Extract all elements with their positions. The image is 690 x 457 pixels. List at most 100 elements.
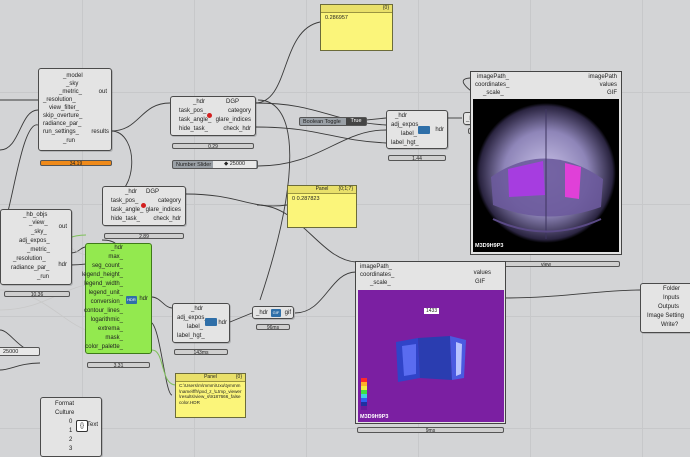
- viewer-top-input-2[interactable]: _scale_: [483, 90, 504, 96]
- viewer-top-input-0[interactable]: imagePath_: [477, 74, 510, 80]
- number-slider-value[interactable]: ◆ 25000: [213, 161, 256, 168]
- model-input-5[interactable]: skip_overture_: [43, 113, 83, 119]
- format-node[interactable]: Format Culture 0 1 2 3 {} Text: [40, 397, 102, 457]
- image-viewer-mid[interactable]: imagePath_ coordinates_ _scale_ values G…: [355, 261, 506, 424]
- glare-mid-output-1[interactable]: category: [157, 198, 181, 204]
- falsecolor-input-5[interactable]: legend_unit_: [88, 290, 123, 296]
- falsecolor-output[interactable]: hdr: [139, 296, 148, 302]
- viewer-top-output-1[interactable]: values: [599, 82, 617, 88]
- model-output-out[interactable]: out: [98, 89, 107, 95]
- falsecolor-input-4[interactable]: legend_width_: [84, 281, 123, 287]
- format-input-3[interactable]: 1: [69, 428, 73, 434]
- boolean-toggle-value[interactable]: True: [346, 118, 366, 125]
- hb-input-0[interactable]: _hb_objs: [23, 212, 48, 218]
- panel-top-value[interactable]: {0} 0.286957: [320, 4, 393, 51]
- viewer-top-input-1[interactable]: coordinates_: [475, 82, 510, 88]
- right-input-3[interactable]: Image Setting: [647, 313, 685, 319]
- hb-output-out[interactable]: out: [58, 224, 67, 230]
- glare-top-input-0[interactable]: _hdr: [193, 99, 206, 105]
- right-input-2[interactable]: Outputs: [658, 304, 680, 310]
- model-input-3[interactable]: _resolution_: [43, 97, 76, 103]
- falsecolor-input-10[interactable]: mask_: [105, 335, 123, 341]
- viewer-mid-input-1[interactable]: coordinates_: [360, 272, 395, 278]
- hb-input-7[interactable]: _run: [37, 274, 50, 280]
- format-input-1[interactable]: Culture: [55, 410, 75, 416]
- adj-mid-output[interactable]: hdr: [218, 320, 227, 326]
- number-slider[interactable]: Number Slider ◆ 25000: [172, 160, 258, 169]
- model-input-6[interactable]: radiance_par_: [43, 121, 82, 127]
- glare-node-top[interactable]: _hdr task_pos_ task_angle_ hide_task_ DG…: [170, 96, 256, 136]
- left-slider[interactable]: 25000: [0, 347, 40, 356]
- glare-mid-input-3[interactable]: hide_task_: [111, 216, 141, 222]
- falsecolor-input-0[interactable]: _hdr: [110, 245, 123, 251]
- glare-top-output-2[interactable]: glare_indices: [215, 117, 251, 123]
- falsecolor-input-1[interactable]: max_: [108, 254, 123, 260]
- adj-top-output[interactable]: hdr: [435, 127, 444, 133]
- glare-top-input-3[interactable]: hide_task_: [179, 126, 209, 132]
- gif-mid-input[interactable]: _hdr: [256, 310, 269, 316]
- hb-input-5[interactable]: _resolution_: [13, 256, 46, 262]
- hb-output-hdr[interactable]: hdr: [58, 262, 67, 268]
- left-slider-value[interactable]: 25000: [3, 349, 19, 355]
- model-node[interactable]: _model _sky _metric_ _resolution_ view_f…: [38, 68, 112, 151]
- model-input-7[interactable]: run_settings_: [43, 129, 80, 135]
- adj-top-input-3[interactable]: label_hgt_: [391, 140, 419, 146]
- right-input-4[interactable]: Write?: [661, 322, 679, 328]
- adj-mid-input-1[interactable]: adj_expos_: [177, 315, 208, 321]
- glare-mid-output-3[interactable]: check_hdr: [153, 216, 181, 222]
- right-input-0[interactable]: Folder: [663, 286, 681, 292]
- boolean-toggle[interactable]: Boolean Toggle True: [299, 117, 367, 126]
- model-input-8[interactable]: _run: [63, 138, 76, 144]
- hb-input-4[interactable]: _metric_: [27, 247, 51, 253]
- viewer-mid-output-0[interactable]: values: [473, 270, 491, 276]
- falsecolor-input-6[interactable]: conversion_: [90, 299, 123, 305]
- hb-input-2[interactable]: _sky_: [31, 229, 47, 235]
- viewer-mid-input-2[interactable]: _scale_: [370, 280, 391, 286]
- viewer-top-output-0[interactable]: imagePath: [588, 74, 617, 80]
- hb-node[interactable]: _hb_objs _view_ _sky_ adj_expos_ _metric…: [0, 209, 72, 285]
- glare-mid-output-0[interactable]: DGP: [145, 189, 159, 195]
- viewer-top-output-2[interactable]: GIF: [607, 90, 617, 96]
- falsecolor-input-2[interactable]: seg_count_: [91, 263, 123, 269]
- glare-mid-output-2[interactable]: glare_indices: [145, 207, 181, 213]
- adj-mid-input-0[interactable]: _hdr: [191, 306, 204, 312]
- hb-input-1[interactable]: _view_: [29, 220, 48, 226]
- panel-path[interactable]: Panel {0} C:\Users\m\mmm\Uxu\tymmm\name\…: [175, 373, 246, 418]
- falsecolor-input-3[interactable]: legend_height_: [81, 272, 123, 278]
- adj-mid-input-2[interactable]: label_: [187, 324, 204, 330]
- gif-mid-output[interactable]: gif: [284, 310, 291, 316]
- right-node[interactable]: Folder Inputs Outputs Image Setting Writ…: [640, 283, 690, 333]
- adj-top-input-1[interactable]: adj_expos_: [391, 122, 422, 128]
- format-output[interactable]: Text: [86, 422, 98, 428]
- panel-mid-value[interactable]: Panel {0;1;7} 0 0.287823: [287, 185, 357, 228]
- model-input-2[interactable]: _metric_: [59, 89, 83, 95]
- glare-top-input-1[interactable]: task_pos_: [179, 108, 207, 114]
- image-viewer-top[interactable]: imagePath_ coordinates_ _scale_ imagePat…: [470, 71, 622, 255]
- glare-mid-input-1[interactable]: task_pos_: [111, 198, 139, 204]
- glare-top-output-0[interactable]: DGP: [225, 99, 239, 105]
- model-input-0[interactable]: _model: [63, 73, 83, 79]
- adj-mid-input-3[interactable]: label_hgt_: [177, 333, 205, 339]
- glare-top-input-2[interactable]: task_angle_: [179, 117, 212, 123]
- format-input-2[interactable]: 0: [69, 419, 73, 425]
- glare-top-output-1[interactable]: category: [227, 108, 251, 114]
- model-output-results[interactable]: results: [91, 129, 109, 135]
- falsecolor-input-11[interactable]: color_palette_: [85, 344, 123, 350]
- format-input-0[interactable]: Format: [55, 401, 75, 407]
- falsecolor-input-8[interactable]: logarithmic_: [90, 317, 123, 323]
- falsecolor-input-9[interactable]: extrema_: [97, 326, 123, 332]
- gif-node-mid[interactable]: _hdr GIF gif: [252, 306, 294, 319]
- adj-node-top[interactable]: _hdr adj_expos_ label_ label_hgt_ hdr: [386, 110, 448, 149]
- viewer-mid-output-1[interactable]: GIF: [475, 279, 485, 285]
- hb-input-3[interactable]: adj_expos_: [19, 238, 50, 244]
- glare-top-output-3[interactable]: check_hdr: [223, 126, 251, 132]
- format-input-4[interactable]: 2: [69, 437, 73, 443]
- viewer-mid-input-0[interactable]: imagePath_: [360, 264, 393, 270]
- glare-mid-input-0[interactable]: _hdr: [125, 189, 138, 195]
- model-input-1[interactable]: _sky: [66, 81, 79, 87]
- format-input-5[interactable]: 3: [69, 446, 73, 452]
- hb-input-6[interactable]: radiance_par_: [11, 265, 50, 271]
- adj-top-input-2[interactable]: label_: [401, 131, 418, 137]
- falsecolor-input-7[interactable]: contour_lines_: [83, 308, 123, 314]
- adj-node-mid[interactable]: _hdr adj_expos_ label_ label_hgt_ hdr: [172, 303, 230, 343]
